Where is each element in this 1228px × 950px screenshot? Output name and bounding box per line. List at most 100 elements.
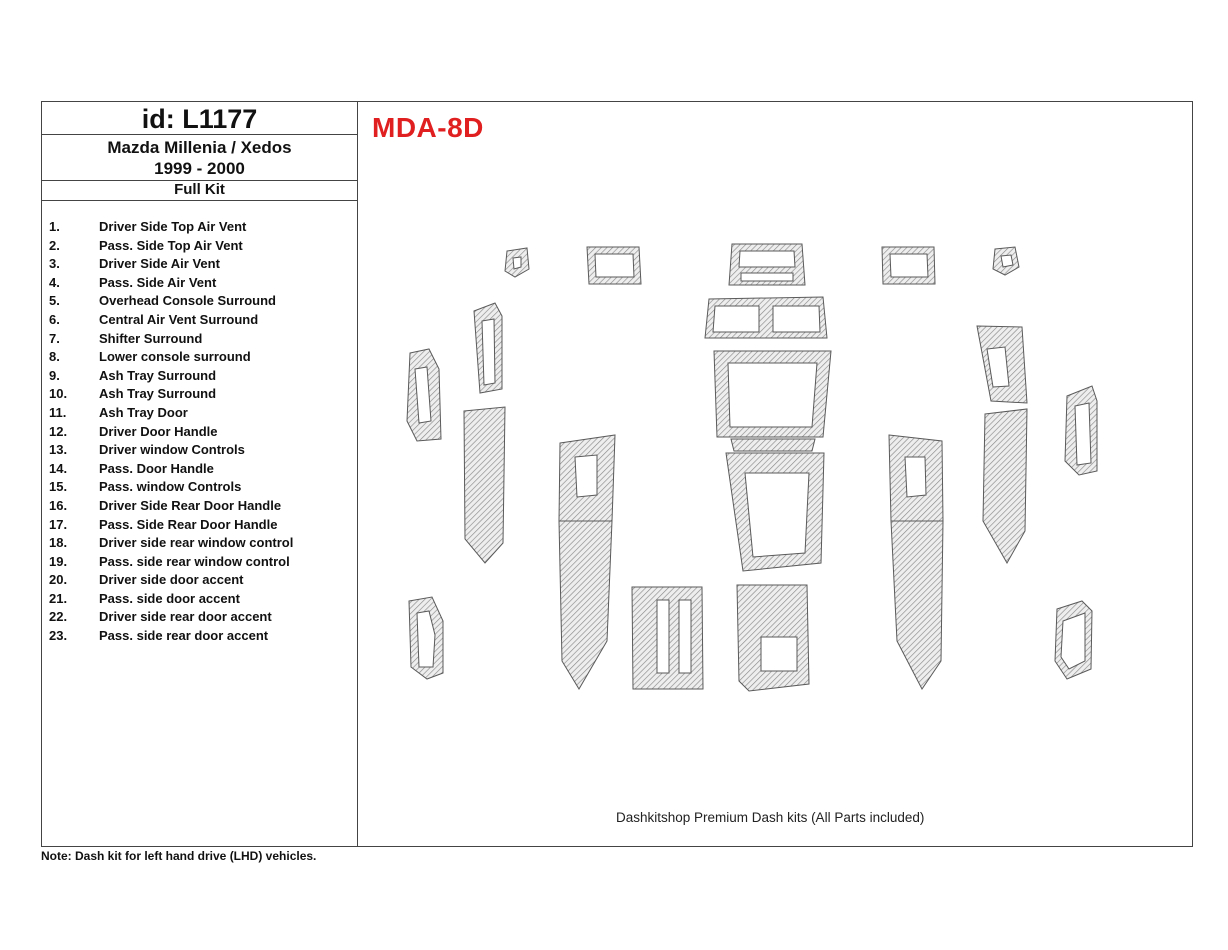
part-air-vent-left bbox=[586, 246, 642, 285]
part-name: Driver side rear door accent bbox=[99, 609, 272, 625]
part-number: 8. bbox=[49, 349, 60, 365]
part-name: Driver side door accent bbox=[99, 572, 244, 588]
part-number: 9. bbox=[49, 367, 60, 383]
part-list-item: 5. Overhead Console Surround bbox=[49, 293, 349, 312]
part-pass-door-accent bbox=[982, 408, 1028, 565]
vehicle-model: Mazda Millenia / Xedos 1999 - 2000 bbox=[42, 135, 357, 181]
part-name: Driver Side Air Vent bbox=[99, 256, 220, 272]
part-number: 16. bbox=[49, 497, 68, 513]
part-name: Pass. side rear door accent bbox=[99, 628, 269, 644]
part-rear-door-handle-left bbox=[408, 596, 444, 680]
part-list-item: 8. Lower console surround bbox=[49, 349, 349, 368]
part-number: 22. bbox=[49, 609, 68, 625]
part-name: Driver Door Handle bbox=[99, 423, 218, 439]
part-driver-door-handle bbox=[406, 348, 442, 442]
part-number: 3. bbox=[49, 256, 60, 272]
part-list-item: 16. Driver Side Rear Door Handle bbox=[49, 498, 349, 517]
part-pass-door-handle bbox=[1064, 385, 1098, 476]
part-name: Driver side rear window control bbox=[99, 535, 294, 551]
part-number: 10. bbox=[49, 386, 68, 402]
part-number: 17. bbox=[49, 516, 68, 532]
part-list-item: 12. Driver Door Handle bbox=[49, 424, 349, 443]
part-name: Overhead Console Surround bbox=[99, 293, 276, 309]
part-number: 7. bbox=[49, 330, 60, 346]
part-name: Ash Tray Door bbox=[99, 404, 188, 420]
part-list-item: 9. Ash Tray Surround bbox=[49, 368, 349, 387]
part-central-vent bbox=[704, 296, 828, 339]
model-years: 1999 - 2000 bbox=[154, 159, 245, 178]
part-list-item: 20. Driver side door accent bbox=[49, 572, 349, 591]
part-top-vent-right bbox=[992, 246, 1020, 276]
part-name: Driver Side Top Air Vent bbox=[99, 219, 247, 234]
part-name: Ash Tray Surround bbox=[99, 367, 217, 383]
part-name: Pass. side rear window control bbox=[99, 553, 290, 569]
part-ashtray-door bbox=[730, 438, 816, 452]
part-name: Pass. Side Rear Door Handle bbox=[99, 516, 278, 532]
part-number: 20. bbox=[49, 572, 68, 588]
model-name: Mazda Millenia / Xedos bbox=[107, 138, 292, 157]
part-name: Driver window Controls bbox=[99, 442, 245, 458]
part-number: 5. bbox=[49, 293, 60, 309]
part-rear-door-handle-right bbox=[1054, 600, 1093, 680]
info-column: id: L1177 Mazda Millenia / Xedos 1999 - … bbox=[42, 102, 358, 846]
part-number: 11. bbox=[49, 404, 67, 420]
parts-list: 1. Driver Side Top Air Vent 2. Pass. Side T… bbox=[49, 219, 349, 647]
part-name: Driver Side Rear Door Handle bbox=[99, 497, 282, 513]
part-list-item: 11. Ash Tray Door bbox=[49, 405, 349, 424]
part-rear-window-control-left bbox=[558, 434, 616, 522]
part-list-item: 13. Driver window Controls bbox=[49, 442, 349, 461]
part-number: 13. bbox=[49, 442, 68, 458]
part-number: 18. bbox=[49, 535, 68, 551]
part-number: 2. bbox=[49, 237, 60, 253]
part-number: 19. bbox=[49, 553, 68, 569]
part-list-item: 17. Pass. Side Rear Door Handle bbox=[49, 517, 349, 536]
part-name: Pass. Side Air Vent bbox=[99, 274, 217, 290]
part-list-item: 22. Driver side rear door accent bbox=[49, 609, 349, 628]
part-list-item: 21. Pass. side door accent bbox=[49, 591, 349, 610]
part-list-item: 19. Pass. side rear window control bbox=[49, 554, 349, 573]
part-ashtray-surround-left bbox=[631, 586, 704, 690]
part-list-item: 10. Ash Tray Surround bbox=[49, 386, 349, 405]
part-number: 6. bbox=[49, 311, 60, 327]
part-shifter-surround bbox=[713, 350, 832, 438]
product-code: MDA-8D bbox=[372, 112, 484, 143]
part-number: 23. bbox=[49, 628, 68, 644]
part-number: 4. bbox=[49, 274, 60, 290]
part-lower-console bbox=[725, 452, 825, 572]
parts-diagram bbox=[406, 243, 1098, 692]
part-list-item: 23. Pass. side rear door accent bbox=[49, 628, 349, 647]
part-name: Pass. side door accent bbox=[99, 590, 240, 606]
part-list-item: 7. Shifter Surround bbox=[49, 331, 349, 350]
diagram-caption: Dashkitshop Premium Dash kits (All Parts… bbox=[616, 810, 925, 825]
sheet-frame: id: L1177 Mazda Millenia / Xedos 1999 - … bbox=[41, 101, 1193, 847]
part-number: 15. bbox=[49, 479, 68, 495]
part-number: 14. bbox=[49, 460, 68, 476]
part-name: Shifter Surround bbox=[99, 330, 203, 346]
part-list-item: 4. Pass. Side Air Vent bbox=[49, 275, 349, 294]
part-number: 12. bbox=[49, 423, 68, 439]
part-list-item: 14. Pass. Door Handle bbox=[49, 461, 349, 480]
kit-type: Full Kit bbox=[42, 181, 357, 201]
part-name: Pass. window Controls bbox=[99, 479, 242, 495]
part-number: 1. bbox=[49, 219, 60, 234]
part-name: Lower console surround bbox=[99, 349, 251, 365]
part-driver-window-control bbox=[473, 302, 503, 394]
part-name: Pass. Door Handle bbox=[99, 460, 214, 476]
lhd-note: Note: Dash kit for left hand drive (LHD)… bbox=[41, 849, 317, 863]
part-rear-window-control-right bbox=[888, 434, 944, 522]
part-list-item: 3. Driver Side Air Vent bbox=[49, 256, 349, 275]
part-name: Ash Tray Surround bbox=[99, 386, 217, 402]
part-list-item: 2. Pass. Side Top Air Vent bbox=[49, 238, 349, 257]
part-list-item: 6. Central Air Vent Surround bbox=[49, 312, 349, 331]
part-list-item: 18. Driver side rear window control bbox=[49, 535, 349, 554]
kit-id: id: L1177 bbox=[42, 102, 357, 135]
part-rear-door-accent-left bbox=[558, 520, 613, 690]
part-number: 21. bbox=[49, 590, 68, 606]
part-name: Central Air Vent Surround bbox=[99, 311, 259, 327]
part-air-vent-right bbox=[881, 246, 936, 285]
part-name: Pass. Side Top Air Vent bbox=[99, 237, 243, 253]
part-overhead-console bbox=[728, 243, 806, 286]
part-ashtray-surround-right bbox=[736, 584, 810, 692]
part-list-item: 1. Driver Side Top Air Vent bbox=[49, 219, 349, 238]
part-top-vent-left bbox=[504, 247, 530, 278]
